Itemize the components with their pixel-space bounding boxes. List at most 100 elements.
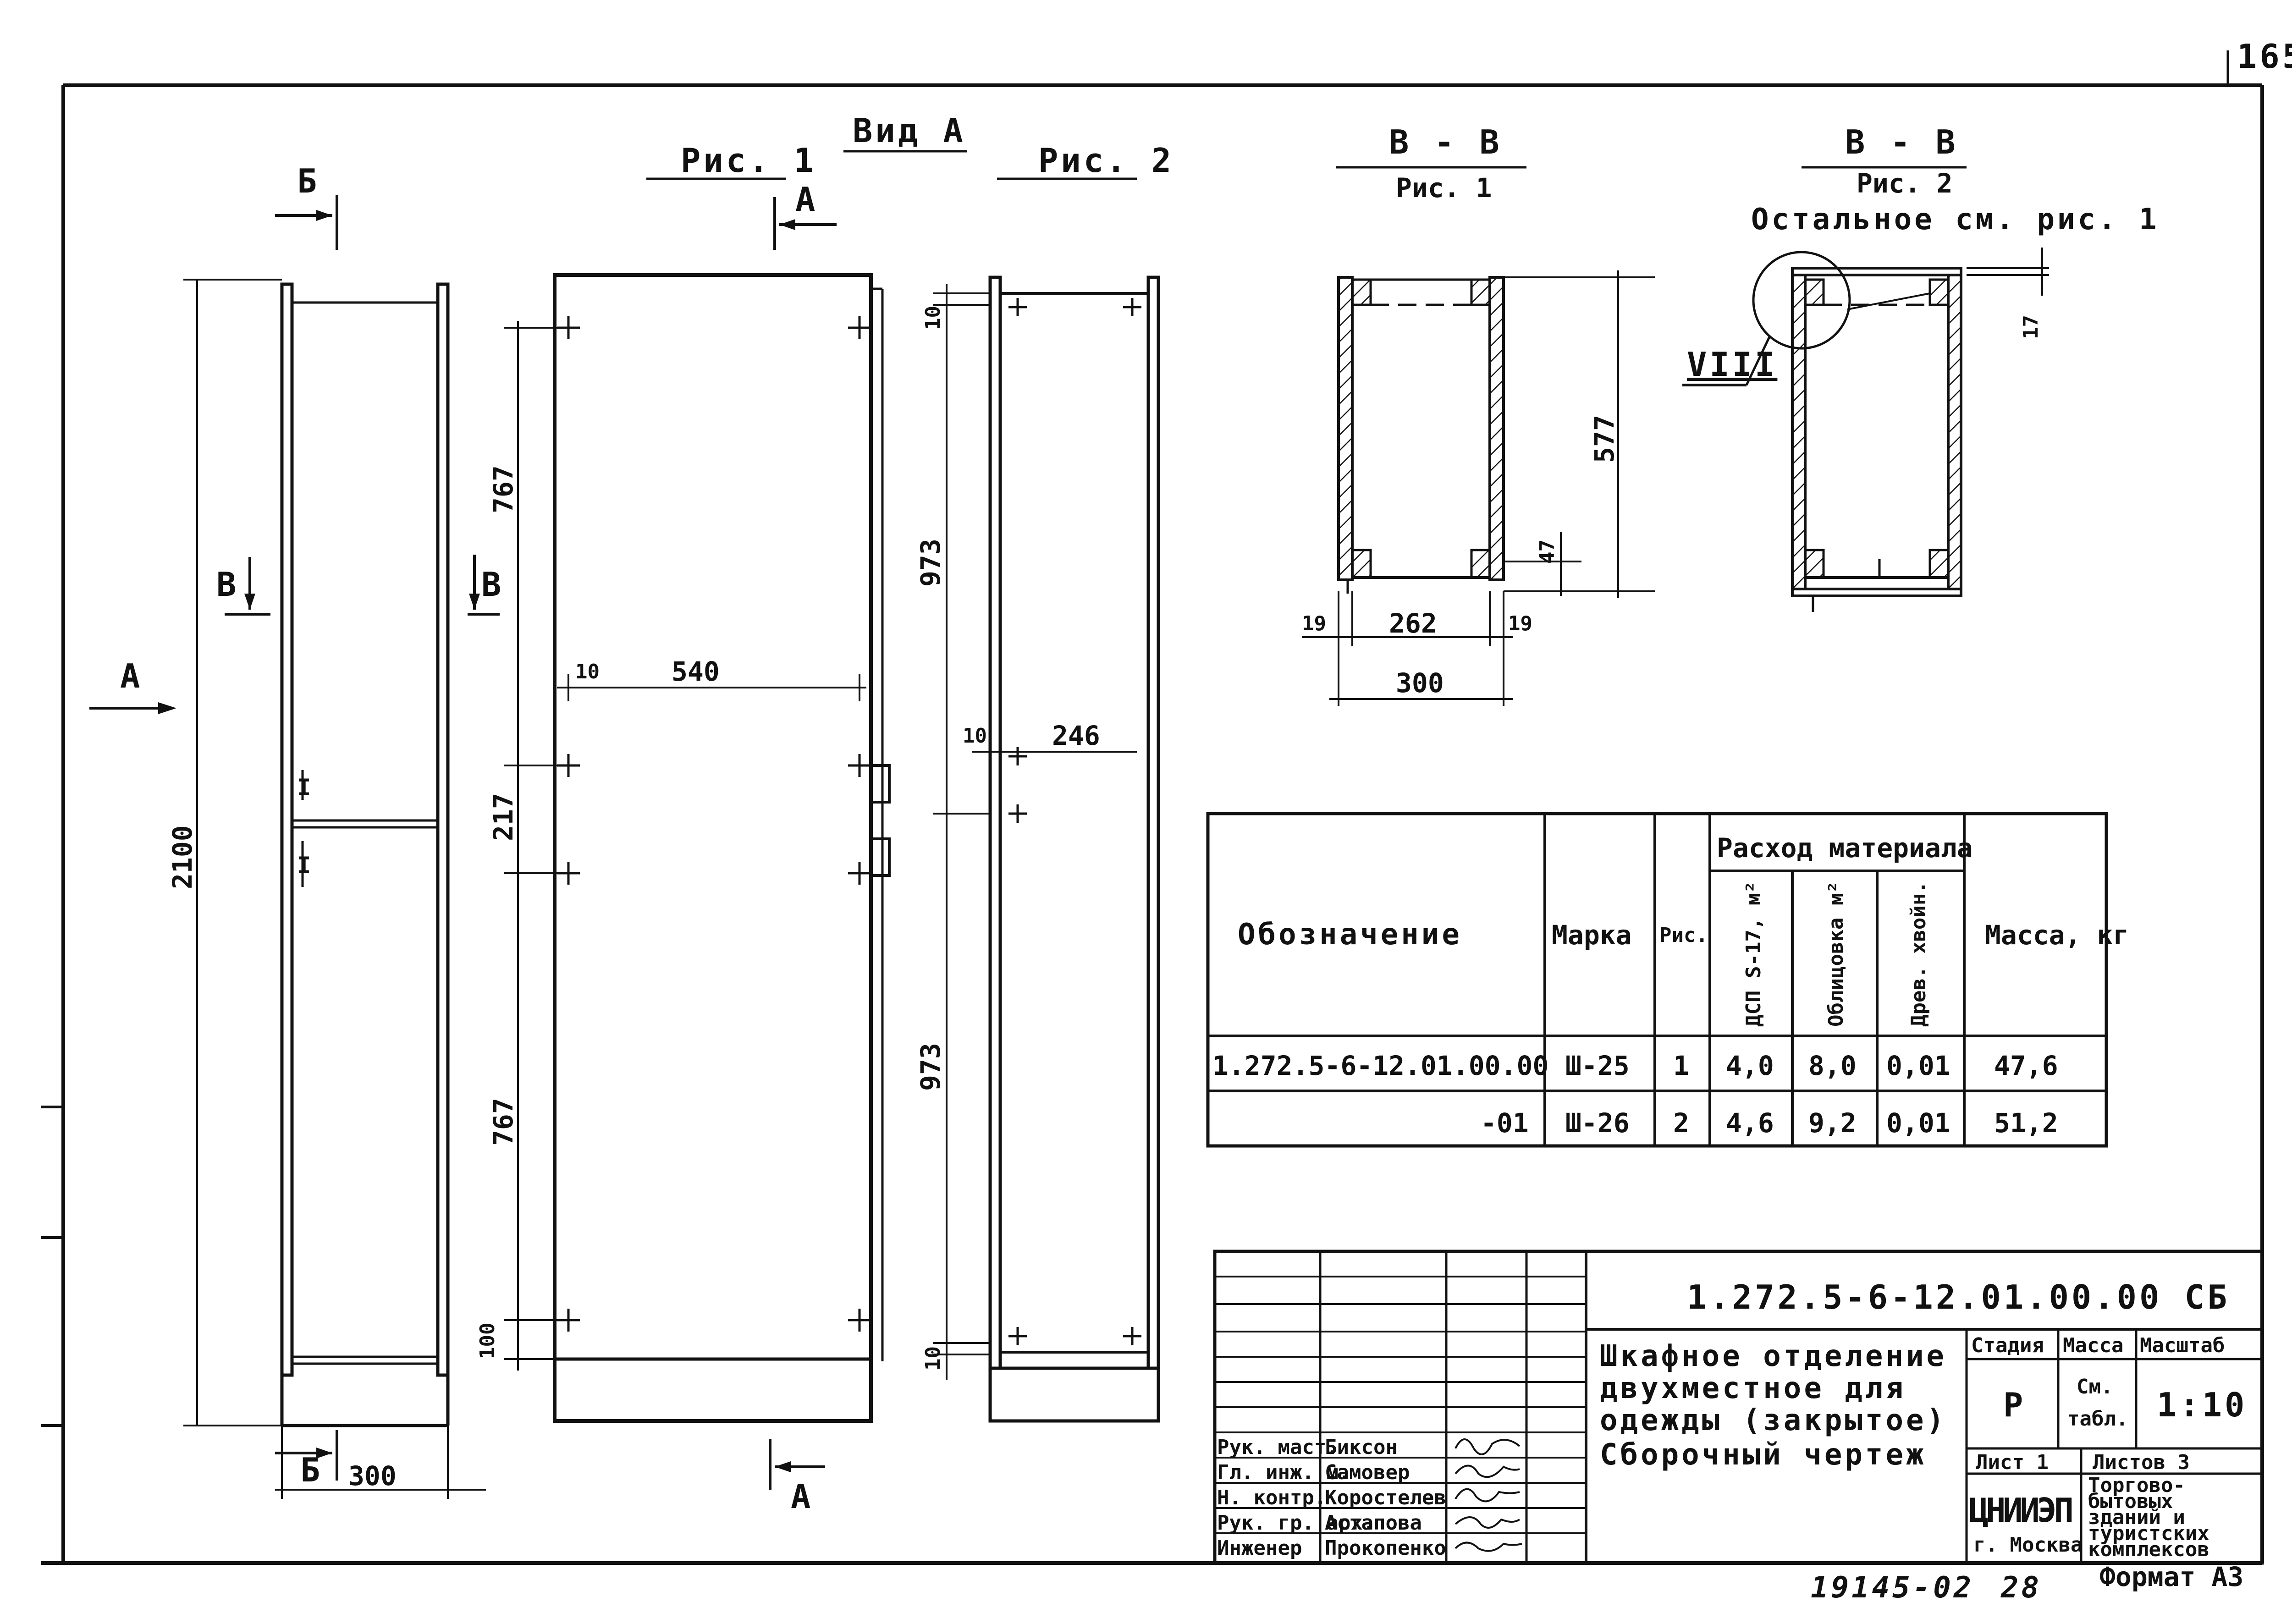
signature-2 — [1455, 1464, 1520, 1478]
detail-circle — [1752, 251, 1851, 350]
th-wood: Древ. хвойн. — [1907, 881, 1930, 1027]
dim-19-right: 19 — [1508, 612, 1532, 635]
label-mass: Масса — [2063, 1334, 2123, 1357]
marker-a-left: А — [120, 657, 143, 695]
signature-3 — [1455, 1488, 1520, 1503]
fig2-front — [988, 275, 1160, 1423]
value-stage: Р — [2003, 1386, 2026, 1424]
dim-19-left: 19 — [1302, 612, 1326, 635]
staff-role-3: Н. контр. — [1217, 1486, 1326, 1509]
fig1-vertical-dimensions — [504, 321, 557, 1371]
footer-page: 28 — [2000, 1571, 2042, 1605]
dim-300-section: 300 — [1396, 667, 1444, 699]
title-line-2: двухместное для — [1600, 1371, 1906, 1405]
title-section-vv-1: В - В — [1389, 123, 1502, 161]
th-facing: Облицовка м² — [1824, 881, 1848, 1027]
marker-a-top: А — [795, 180, 818, 219]
staff-role-1: Рук. маст. — [1217, 1436, 1339, 1459]
fig1-front — [553, 273, 891, 1423]
dim-10-fig2-bottom: 10 — [921, 1346, 945, 1371]
dim-10-fig1: 10 — [575, 660, 600, 683]
staff-name-3: Коростелев — [1325, 1486, 1446, 1509]
cell-mass-2: 51,2 — [1994, 1107, 2058, 1139]
signatures — [1455, 1438, 1522, 1552]
value-sheets: Листов 3 — [2093, 1451, 2190, 1474]
cell-designation-1: 1.272.5-6-12.01.00.00 — [1212, 1050, 1548, 1081]
marker-b-top: Б — [297, 162, 320, 200]
org-desc-2: бытовых — [2088, 1490, 2173, 1513]
cell-fig-1: 1 — [1673, 1050, 1689, 1081]
marker-b-bottom: Б — [300, 1451, 323, 1489]
cell-wood-1: 0,01 — [1886, 1050, 1950, 1081]
marker-v-mid: В — [481, 565, 504, 604]
dim-17: 17 — [2019, 315, 2043, 339]
staff-name-4: Астапова — [1325, 1511, 1422, 1535]
title-section-vv-2: В - В — [1845, 123, 1958, 161]
subtitle-section-vv-1: Рис. 1 — [1396, 172, 1492, 204]
detail-callout: VIII — [1687, 345, 1777, 384]
org-desc-5: комплексов — [2088, 1538, 2209, 1561]
cell-wood-2: 0,01 — [1886, 1107, 1950, 1139]
section-marker-a-top — [773, 197, 837, 250]
dim-side-width: 300 — [348, 1460, 397, 1492]
value-mass-2: табл. — [2067, 1407, 2128, 1431]
org-desc-4: туристских — [2088, 1522, 2209, 1545]
th-designation: Обозначение — [1238, 918, 1462, 952]
org-desc-3: зданий и — [2088, 1506, 2185, 1529]
title-fig2: Рис. 2 — [1038, 141, 1174, 180]
value-sheet: Лист 1 — [1976, 1451, 2049, 1474]
label-stage: Стадия — [1971, 1334, 2044, 1357]
th-fig: Рис. — [1659, 924, 1708, 947]
cell-designation-2: -01 — [1481, 1107, 1529, 1139]
title-line-3: одежды (закрытое) — [1600, 1404, 1947, 1437]
footer-format: Формат А3 — [2099, 1561, 2243, 1592]
staff-name-2: Самовер — [1325, 1461, 1410, 1484]
title-view-a: Вид А — [853, 111, 966, 150]
staff-name-1: Биксон — [1325, 1436, 1398, 1459]
doc-code: 1.272.5-6-12.01.00.00 СБ — [1687, 1278, 2230, 1316]
th-mass: Масса, кг — [1985, 919, 2129, 951]
th-consumption: Расход материала — [1717, 832, 1973, 864]
dim-973-upper: 973 — [915, 539, 946, 587]
dim-540: 540 — [672, 656, 720, 687]
cell-mark-2: Ш-26 — [1565, 1107, 1630, 1139]
section-marker-b-bottom — [275, 1430, 338, 1481]
subtitle-section-vv-2: Рис. 2 — [1857, 168, 1953, 199]
section-vv-fig1 — [1337, 276, 1505, 594]
note-section-vv-2: Остальное см. рис. 1 — [1751, 203, 2160, 237]
dim-10-fig2: 10 — [963, 724, 987, 748]
cell-mass-1: 47,6 — [1994, 1050, 2058, 1081]
th-dsp: ДСП S-17, м² — [1742, 881, 1765, 1027]
staff-list: Рук. маст. Биксон Гл. инж. м. Самовер Н.… — [1217, 1436, 1446, 1560]
fig2-vertical-dimensions — [933, 284, 990, 1380]
cell-dsp-1: 4,0 — [1726, 1050, 1774, 1081]
signature-4 — [1455, 1516, 1521, 1529]
cell-mark-1: Ш-25 — [1565, 1050, 1630, 1081]
org-city: г. Москва — [1973, 1533, 2083, 1557]
org-name: ЦНИИЭП — [1969, 1491, 2077, 1530]
dim-10-fig2-top: 10 — [921, 306, 945, 330]
title-block — [1213, 1250, 2264, 1565]
marker-v-left: В — [216, 565, 239, 604]
marker-a-bottom: А — [791, 1477, 813, 1516]
material-table — [1206, 812, 2108, 1148]
value-scale: 1:10 — [2157, 1386, 2247, 1424]
dim-973-lower: 973 — [915, 1043, 946, 1091]
page-number: 165 — [2237, 37, 2292, 76]
signature-1 — [1455, 1438, 1521, 1455]
marker-i-lower: I — [297, 852, 311, 879]
dim-total-height: 2100 — [167, 825, 198, 889]
section-vv-fig2 — [1791, 267, 1962, 612]
staff-role-5: Инженер — [1217, 1536, 1302, 1560]
dim-246: 246 — [1052, 720, 1100, 751]
staff-role-4: Рук. гр. арх. — [1217, 1511, 1375, 1535]
side-section — [280, 282, 450, 1427]
section-marker-b-top — [275, 195, 338, 250]
dim-100: 100 — [476, 1323, 499, 1359]
section-marker-v-mid — [468, 555, 500, 616]
marker-i-upper: I — [297, 774, 311, 801]
dim-577: 577 — [1589, 415, 1620, 463]
signature-5 — [1455, 1541, 1522, 1552]
value-mass-1: См. — [2077, 1375, 2113, 1398]
